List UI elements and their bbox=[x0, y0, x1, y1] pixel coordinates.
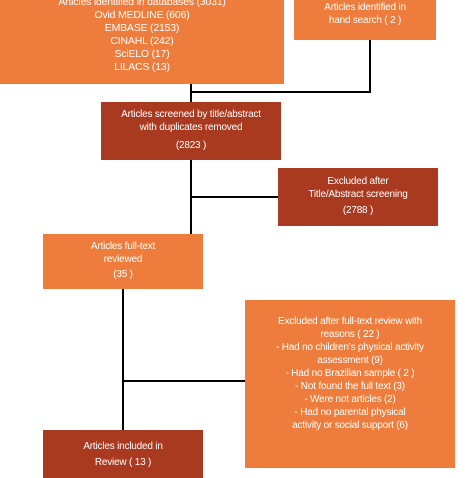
included-line-2: Review ( 13 ) bbox=[94, 457, 152, 468]
hand-search-line-2: hand search ( 2 ) bbox=[328, 15, 402, 26]
identification-line-3: EMBASE (2153) bbox=[104, 22, 180, 34]
screening-line-2: with duplicates removed bbox=[139, 122, 243, 133]
identification-line-1: Articles identified in databases (3031) bbox=[58, 0, 226, 8]
connector-hand-search-horizontal bbox=[190, 91, 371, 93]
excluded-title-count: (2788 ) bbox=[342, 205, 374, 216]
included-line-1: Articles included in bbox=[83, 441, 163, 452]
excluded-full-line-5: - Had no Brazilian sample ( 2 ) bbox=[285, 368, 415, 379]
excluded-full-line-9: activity or social support (6) bbox=[292, 420, 408, 431]
connector-identification-to-screening bbox=[190, 84, 192, 102]
screening-line-1: Articles screened by title/abstract bbox=[121, 109, 261, 120]
full-text-line-1: Articles full-text bbox=[90, 241, 156, 252]
excluded-title-line-2: Title/Abstract screening bbox=[308, 189, 408, 200]
excluded-full-line-3: - Had no children's physical activity bbox=[276, 342, 424, 353]
connector-fulltext-to-excluded bbox=[122, 380, 245, 382]
full-text-line-2: reviewed bbox=[103, 254, 143, 265]
hand-search-box: Articles identified in hand search ( 2 ) bbox=[294, 0, 436, 40]
connector-hand-search-vertical bbox=[369, 40, 371, 92]
connector-fulltext-to-included bbox=[122, 289, 124, 430]
excluded-title-abstract-box: Excluded after Title/Abstract screening … bbox=[278, 168, 438, 226]
excluded-full-line-7: - Were not articles (2) bbox=[304, 394, 396, 405]
excluded-title-line-1: Excluded after bbox=[327, 176, 389, 187]
identification-line-4: CINAHL (242) bbox=[110, 35, 174, 47]
included-box: Articles included in Review ( 13 ) bbox=[43, 430, 203, 478]
screening-count: (2823 ) bbox=[175, 140, 207, 151]
identification-line-5: SciELO (17) bbox=[114, 48, 170, 60]
screening-box: Articles screened by title/abstract with… bbox=[101, 102, 281, 160]
excluded-full-line-2: reasons ( 22 ) bbox=[320, 329, 380, 340]
identification-box: Articles identified in databases (3031) … bbox=[0, 0, 284, 84]
excluded-full-line-6: - Not found the full text (3) bbox=[295, 381, 405, 392]
full-text-box: Articles full-text reviewed (35 ) bbox=[43, 234, 203, 289]
full-text-count: (35 ) bbox=[113, 269, 133, 280]
excluded-full-line-1: Excluded after full-text review with bbox=[278, 316, 422, 327]
identification-line-2: Ovid MEDLINE (606) bbox=[94, 9, 190, 21]
identification-line-6: LILACS (13) bbox=[114, 61, 170, 73]
hand-search-line-1: Articles identified in bbox=[324, 2, 406, 13]
excluded-full-line-4: assessment (9) bbox=[317, 355, 383, 366]
excluded-full-text-box: Excluded after full-text review with rea… bbox=[245, 300, 455, 468]
connector-screening-to-excluded bbox=[190, 196, 278, 198]
excluded-full-line-8: - Had no parental physical bbox=[294, 407, 406, 418]
